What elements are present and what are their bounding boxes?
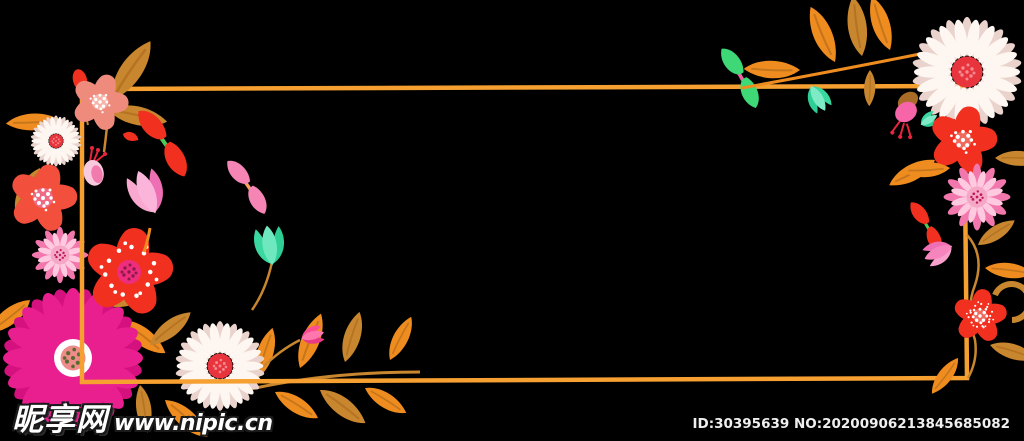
pink-butterfly-icon bbox=[223, 155, 273, 217]
leaf-icon bbox=[363, 376, 409, 425]
site-name: 昵享网 bbox=[12, 402, 108, 438]
salmon-flower-icon bbox=[61, 64, 139, 140]
red-butterfly-icon bbox=[906, 198, 947, 255]
leaf-icon bbox=[807, 4, 838, 65]
leaf-icon bbox=[839, 0, 875, 58]
leaf-icon bbox=[328, 310, 376, 364]
right-cluster bbox=[900, 153, 1024, 396]
watermark-id: ID:30395639 NO:20200906213845685082 bbox=[692, 416, 1010, 432]
pink-daisy-icon bbox=[943, 163, 1011, 231]
leaf-icon bbox=[993, 141, 1024, 176]
red-bud-icon bbox=[123, 132, 139, 141]
tulip-stem bbox=[142, 227, 152, 253]
top-right-cluster bbox=[741, 0, 1024, 188]
leaf-icon bbox=[317, 377, 368, 436]
curl-leaf-icon bbox=[992, 281, 1024, 323]
red-flower-icon bbox=[74, 220, 184, 326]
red-flower-icon bbox=[918, 97, 1008, 184]
bud-stem bbox=[261, 338, 301, 369]
white-daisy-icon bbox=[167, 313, 273, 419]
leaf-icon bbox=[869, 0, 893, 51]
tulip-stem bbox=[250, 261, 274, 311]
pink-tulip-icon bbox=[122, 164, 172, 220]
top-left-cluster bbox=[0, 38, 172, 253]
branch-stem bbox=[741, 50, 931, 90]
white-daisy-icon bbox=[903, 8, 1024, 136]
teal-tulip-icon bbox=[252, 223, 288, 268]
frame-rectangle bbox=[79, 83, 970, 385]
leaf-icon bbox=[272, 379, 321, 431]
pink-bud-icon bbox=[83, 146, 107, 186]
pink-brown-bud-icon bbox=[890, 91, 919, 140]
red-butterfly-icon bbox=[133, 104, 195, 181]
red-flower-icon bbox=[947, 285, 1013, 348]
coral-flower-icon bbox=[0, 155, 88, 242]
site-url: www.nipic.cn bbox=[114, 411, 273, 436]
pink-daisy-icon bbox=[31, 226, 89, 284]
green-butterfly-icon bbox=[716, 43, 765, 111]
leaf-icon bbox=[377, 314, 425, 362]
white-daisy-icon bbox=[26, 111, 86, 171]
